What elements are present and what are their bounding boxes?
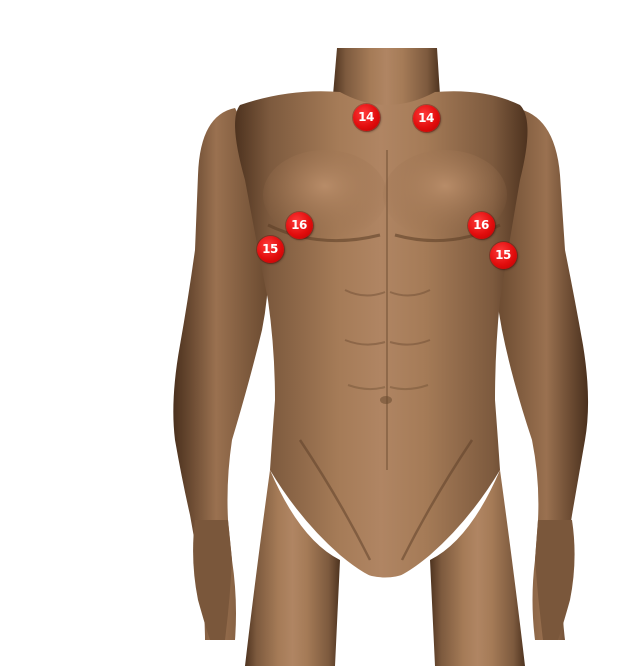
marker-16-left: 16 [286,212,313,239]
marker-15-left: 15 [257,236,284,263]
marker-15-right: 15 [490,242,517,269]
left-hand [193,520,232,640]
marker-14-right: 14 [413,105,440,132]
marker-14-left: 14 [353,104,380,131]
marker-16-right: 16 [468,212,495,239]
right-hand [535,520,575,640]
